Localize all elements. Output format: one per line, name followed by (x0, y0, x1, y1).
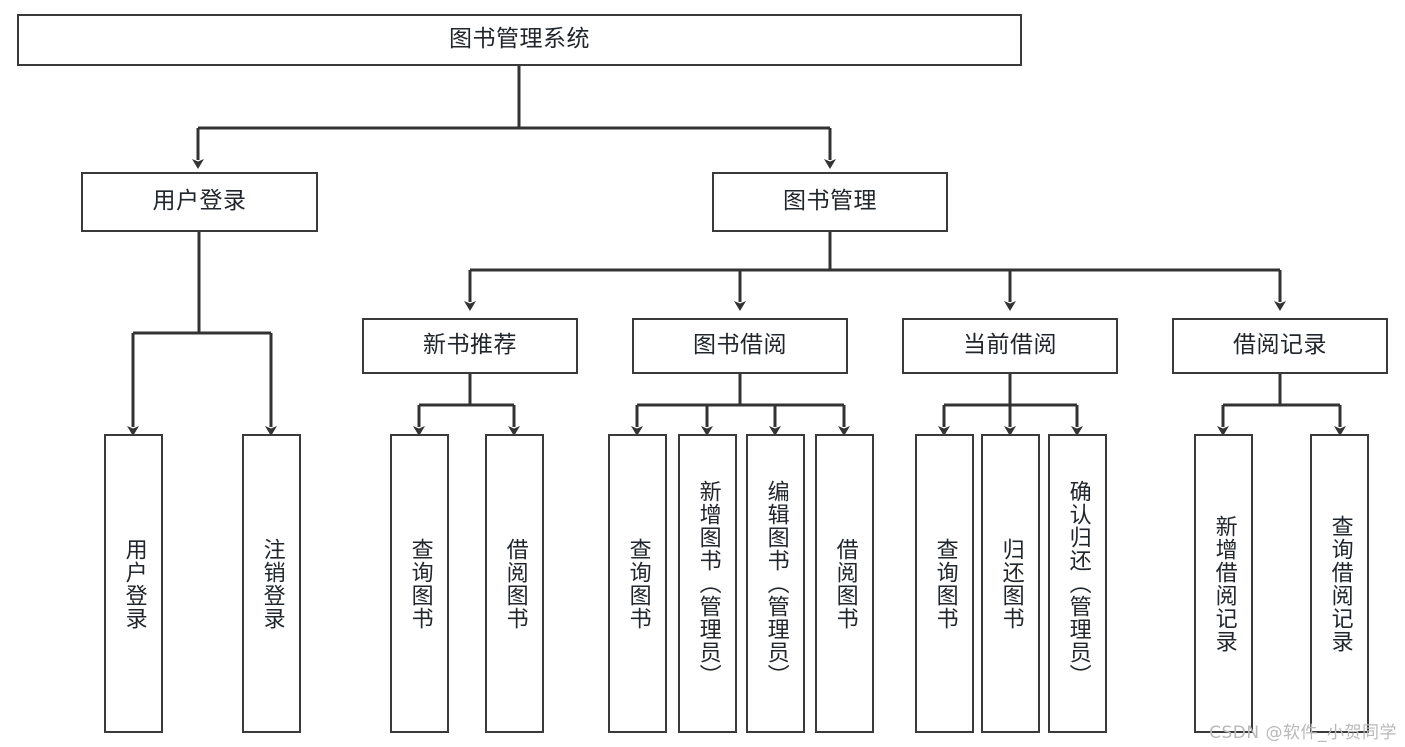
node-label: 用户登录 (121, 537, 147, 630)
node-root[interactable]: 图书管理系统 (17, 14, 1022, 66)
leaf-confirm-return-admin[interactable]: 确认归还（管理员） (1048, 434, 1107, 733)
node-label: 查询图书 (625, 537, 651, 630)
node-label: 注销登录 (259, 537, 285, 630)
node-label: 查询图书 (407, 537, 433, 630)
watermark: CSDN @软件_小贺同学 (1209, 723, 1397, 743)
leaf-borrow-book[interactable]: 借阅图书 (815, 434, 874, 733)
node-label: 新增借阅记录 (1211, 514, 1237, 653)
leaf-user-logout[interactable]: 注销登录 (242, 434, 301, 733)
node-label: 查询借阅记录 (1327, 514, 1353, 653)
leaf-query-book[interactable]: 查询图书 (608, 434, 667, 733)
node-label: 借阅记录 (1233, 332, 1327, 359)
node-label: 归还图书 (998, 537, 1024, 630)
leaf-borrow-book-new[interactable]: 借阅图书 (485, 434, 544, 733)
node-label: 图书管理系统 (449, 26, 590, 53)
node-label: 图书管理 (783, 188, 877, 215)
leaf-query-borrow-record[interactable]: 查询借阅记录 (1310, 434, 1369, 733)
leaf-add-borrow-record[interactable]: 新增借阅记录 (1194, 434, 1253, 733)
node-current-borrow[interactable]: 当前借阅 (902, 318, 1118, 374)
node-label: 新书推荐 (423, 332, 517, 359)
node-book-borrow[interactable]: 图书借阅 (632, 318, 848, 374)
leaf-edit-book-admin[interactable]: 编辑图书（管理员） (746, 434, 805, 733)
leaf-return-book[interactable]: 归还图书 (981, 434, 1040, 733)
leaf-query-book-current[interactable]: 查询图书 (915, 434, 974, 733)
leaf-add-book-admin[interactable]: 新增图书（管理员） (678, 434, 737, 733)
node-label: 借阅图书 (832, 537, 858, 630)
node-label: 借阅图书 (502, 537, 528, 630)
node-label: 新增图书（管理员） (695, 480, 721, 687)
leaf-user-login[interactable]: 用户登录 (104, 434, 163, 733)
node-label: 图书借阅 (693, 332, 787, 359)
node-label: 编辑图书（管理员） (763, 480, 789, 687)
leaf-query-book-new[interactable]: 查询图书 (390, 434, 449, 733)
node-label: 当前借阅 (963, 332, 1057, 359)
node-label: 查询图书 (932, 537, 958, 630)
node-new-book-recommend[interactable]: 新书推荐 (362, 318, 578, 374)
node-label: 用户登录 (152, 188, 247, 215)
node-book-management[interactable]: 图书管理 (712, 172, 948, 232)
node-borrow-record[interactable]: 借阅记录 (1172, 318, 1388, 374)
node-user-login[interactable]: 用户登录 (81, 172, 318, 232)
node-label: 确认归还（管理员） (1065, 480, 1091, 687)
